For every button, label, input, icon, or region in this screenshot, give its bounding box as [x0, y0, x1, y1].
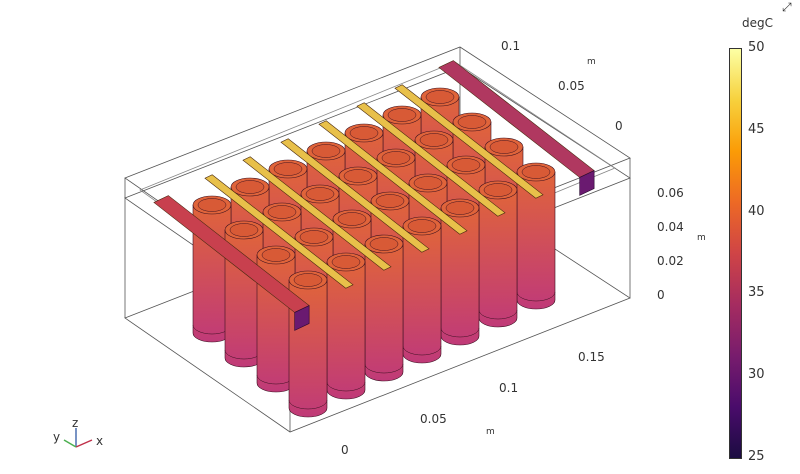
y-axis-unit: m	[587, 57, 596, 67]
colorbar-unit: degC	[742, 16, 773, 30]
busbar	[242, 156, 392, 271]
x-axis-unit: m	[486, 427, 495, 437]
z-axis-ticks: 0 0.02 0.04 0.06	[657, 186, 684, 302]
x_axis-tick-label: 0	[341, 443, 349, 457]
busbar	[280, 138, 430, 253]
busbar	[204, 174, 354, 289]
battery-cell	[364, 234, 404, 382]
x_axis-tick-label: 0.05	[420, 412, 447, 426]
y_axis-tick-label: 0.1	[501, 39, 520, 53]
colorbar-tick-label: 35	[748, 285, 765, 301]
colorbar-tick-label: 50	[748, 40, 765, 55]
end-plate-end	[579, 170, 595, 196]
z-axis-unit: m	[697, 233, 706, 243]
busbar	[356, 102, 506, 217]
end-plate-end	[294, 305, 310, 331]
battery-cell	[402, 216, 442, 364]
battery-cell	[326, 252, 366, 400]
triad-x-label: x	[96, 434, 103, 448]
x-arrow-icon	[75, 439, 93, 448]
battery-cells	[192, 87, 556, 418]
expand-icon[interactable]: ⤢	[782, 0, 792, 14]
x_axis-tick-label: 0.15	[578, 350, 605, 364]
z_axis-tick-label: 0.04	[657, 220, 684, 234]
y-arrow-icon	[63, 439, 77, 448]
colorbar-tick-label: 45	[748, 121, 765, 137]
colorbar	[729, 48, 742, 459]
z_axis-tick-label: 0.06	[657, 186, 684, 200]
z_axis-tick-label: 0.02	[657, 254, 684, 268]
busbars	[153, 60, 595, 331]
battery-cell	[516, 162, 556, 310]
axis-triad: z x y	[53, 416, 103, 448]
busbar	[394, 84, 544, 199]
battery-cell	[478, 180, 518, 328]
triad-z-label: z	[72, 416, 78, 430]
battery-cell	[288, 270, 328, 418]
y-axis-ticks: 0 0.05 0.1	[501, 39, 623, 133]
busbar	[318, 120, 468, 235]
colorbar-tick-label: 40	[748, 203, 765, 219]
colorbar-tick-label: 25	[748, 449, 765, 464]
z_axis-tick-label: 0	[657, 288, 665, 302]
y_axis-tick-label: 0	[615, 119, 623, 133]
x_axis-tick-label: 0.1	[499, 381, 518, 395]
battery-cell	[440, 198, 480, 346]
x-axis-ticks: 0 0.05 0.1 0.15	[341, 350, 605, 457]
y_axis-tick-label: 0.05	[558, 79, 585, 93]
triad-y-label: y	[53, 430, 60, 444]
colorbar-tick-label: 30	[748, 367, 765, 383]
